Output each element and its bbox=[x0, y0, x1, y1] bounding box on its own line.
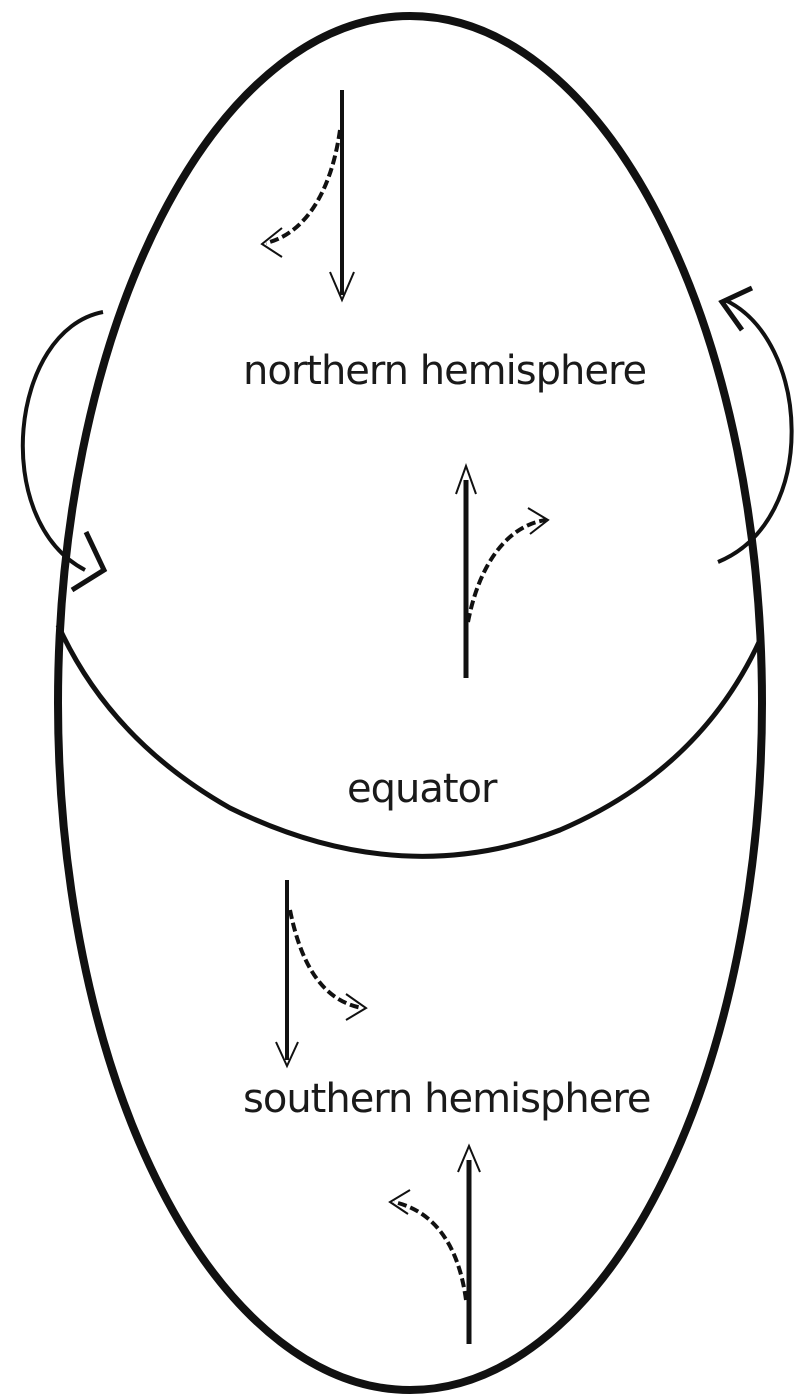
rotation-arrowhead-left bbox=[72, 532, 104, 590]
northern-hemisphere-label: northern hemisphere bbox=[243, 348, 646, 394]
equator-line bbox=[58, 625, 760, 856]
south-deflection-dashed-left bbox=[394, 1202, 466, 1300]
north-deflection-dashed-right bbox=[468, 520, 546, 622]
earth-outline bbox=[58, 16, 762, 1390]
north-deflection-dashed bbox=[266, 130, 340, 243]
southern-hemisphere-label: southern hemisphere bbox=[243, 1076, 651, 1122]
equator-label: equator bbox=[347, 766, 496, 812]
south-deflection-dashed bbox=[290, 910, 362, 1008]
rotation-arrow-right bbox=[718, 300, 792, 562]
rotation-arrow-left bbox=[23, 312, 103, 570]
